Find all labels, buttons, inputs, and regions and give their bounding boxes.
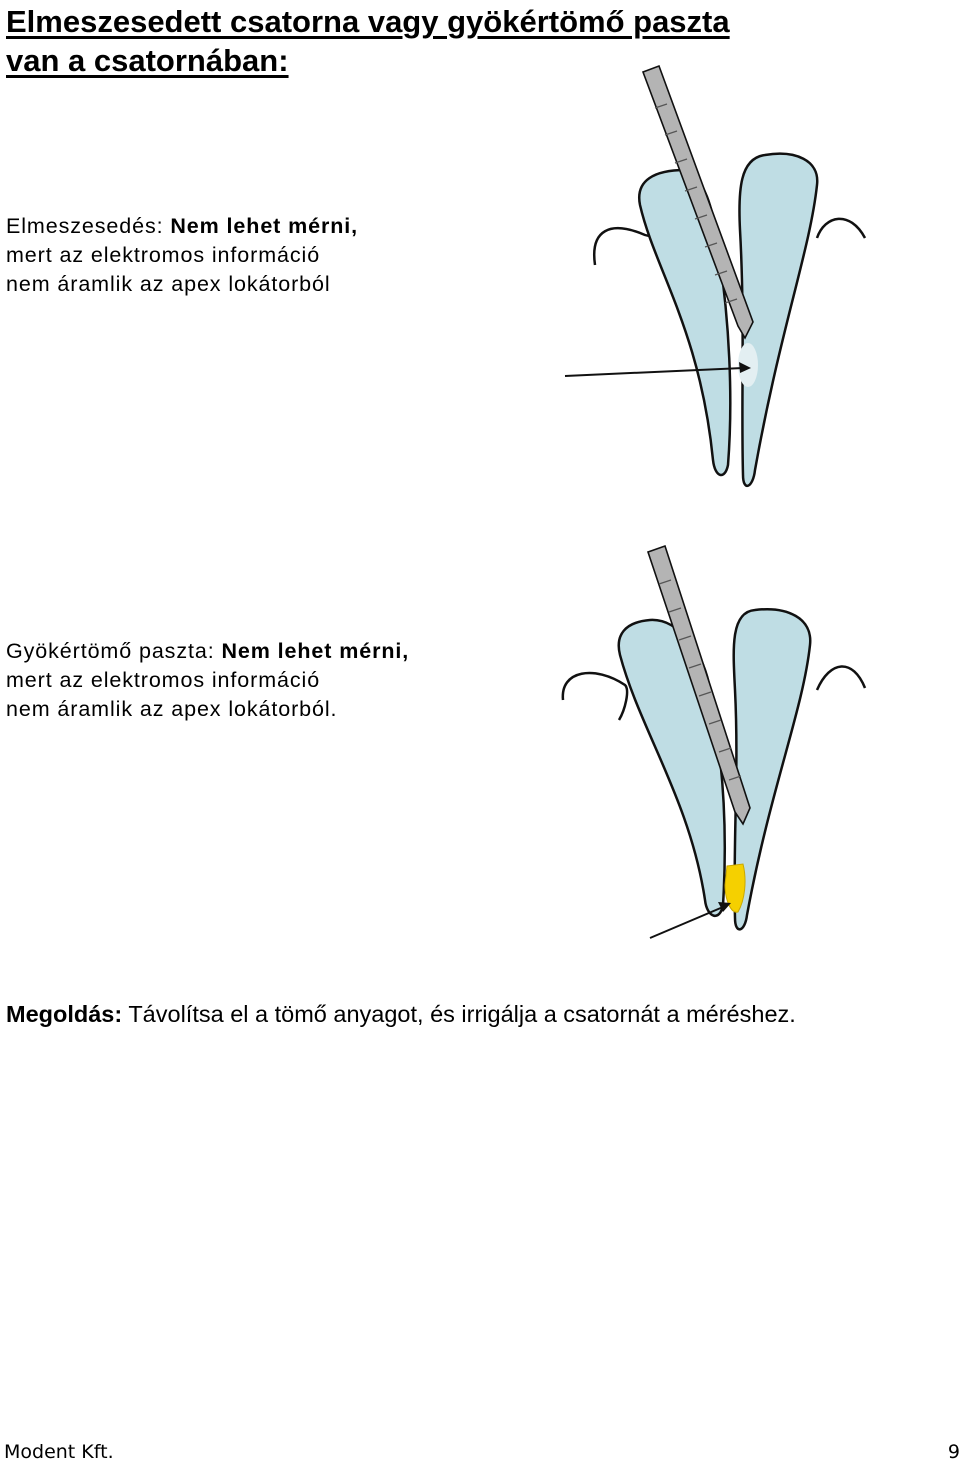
calcification-verdict: Nem lehet mérni,: [170, 214, 359, 238]
paste-line-2: mert az elektromos információ: [6, 668, 321, 692]
title-line-1: Elmeszesedett csatorna vagy gyökértömő p…: [6, 4, 730, 39]
paste-verdict: Nem lehet mérni,: [221, 639, 410, 663]
paste-paragraph: Gyökértömő paszta: Nem lehet mérni, mert…: [6, 637, 409, 724]
gum-line-right: [815, 665, 867, 691]
root-paste-illustration: [561, 544, 867, 939]
page-number: 9: [947, 1441, 960, 1463]
paste-label: Gyökértömő paszta:: [6, 639, 215, 663]
root-paste-fill: [724, 863, 746, 913]
calcification-line-3: nem áramlik az apex lokátorból: [6, 272, 331, 296]
paste-line-3: nem áramlik az apex lokátorból.: [6, 697, 338, 721]
arrow-line: [564, 367, 744, 377]
footer-company: Modent Kft.: [4, 1441, 114, 1463]
arrow-head: [739, 362, 751, 373]
arrow-head: [718, 902, 731, 912]
calcification-label: Elmeszesedés:: [6, 214, 164, 238]
endo-file: [641, 64, 754, 340]
endo-file: [646, 544, 751, 826]
calcification-line-2: mert az elektromos információ: [6, 243, 321, 267]
arrow-line: [649, 906, 724, 939]
gum-line-right: [815, 217, 867, 239]
solution-body: Távolítsa el a tömő anyagot, és irrigálj…: [128, 1001, 796, 1027]
solution-text: Megoldás: Távolítsa el a tömő anyagot, é…: [6, 999, 796, 1029]
left-root: [637, 168, 732, 477]
right-root: [732, 608, 812, 931]
left-root: [617, 618, 727, 917]
calcified-canal-illustration: [564, 64, 867, 487]
calcification-paragraph: Elmeszesedés: Nem lehet mérni, mert az e…: [6, 212, 358, 299]
file-threads: [658, 579, 742, 781]
solution-label: Megoldás:: [6, 1001, 123, 1027]
file-threads: [654, 103, 738, 304]
right-root: [738, 152, 819, 487]
calcification-mark: [738, 343, 758, 387]
page-title: Elmeszesedett csatorna vagy gyökértömő p…: [6, 2, 946, 80]
gum-line-left: [561, 671, 629, 721]
title-line-2: van a csatornában:: [6, 43, 289, 78]
